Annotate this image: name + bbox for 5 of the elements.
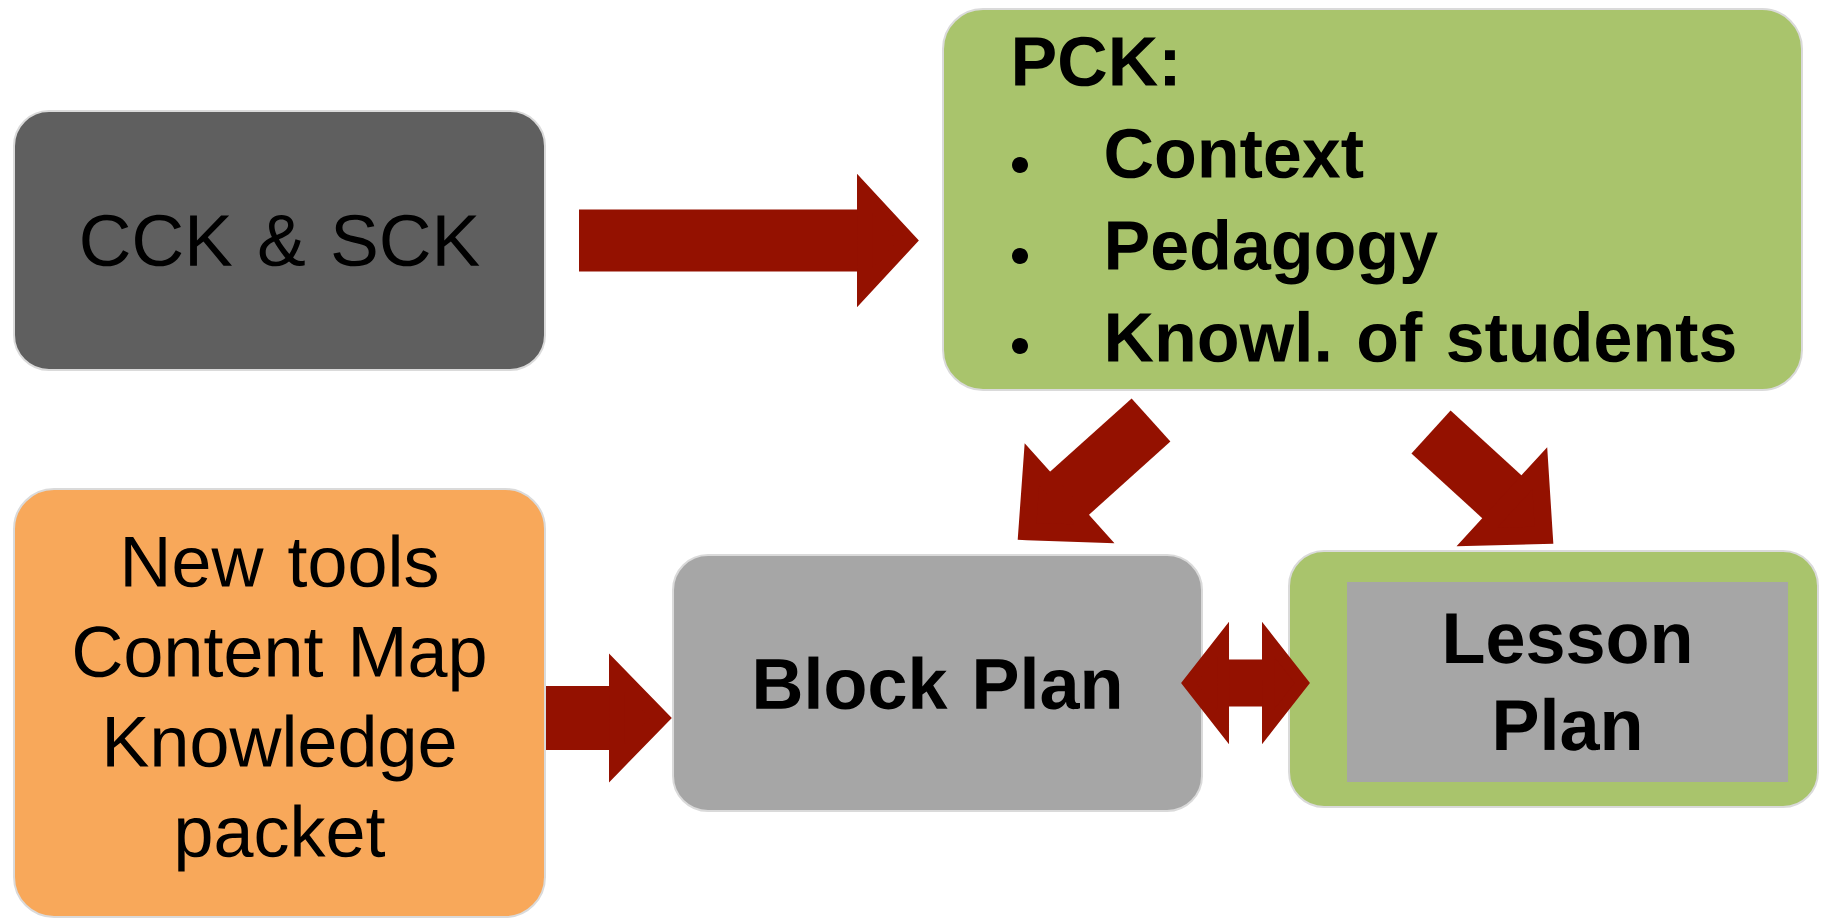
process-box: PCK: Context Pedagogy Knowl. of students <box>942 8 1803 391</box>
process-box: CCK & SCK <box>13 110 546 371</box>
process-box: Block Plan <box>672 554 1203 812</box>
process-box: New tools Content Map Knowledge packet <box>13 488 546 918</box>
process-box: Lesson Plan <box>1347 582 1788 782</box>
